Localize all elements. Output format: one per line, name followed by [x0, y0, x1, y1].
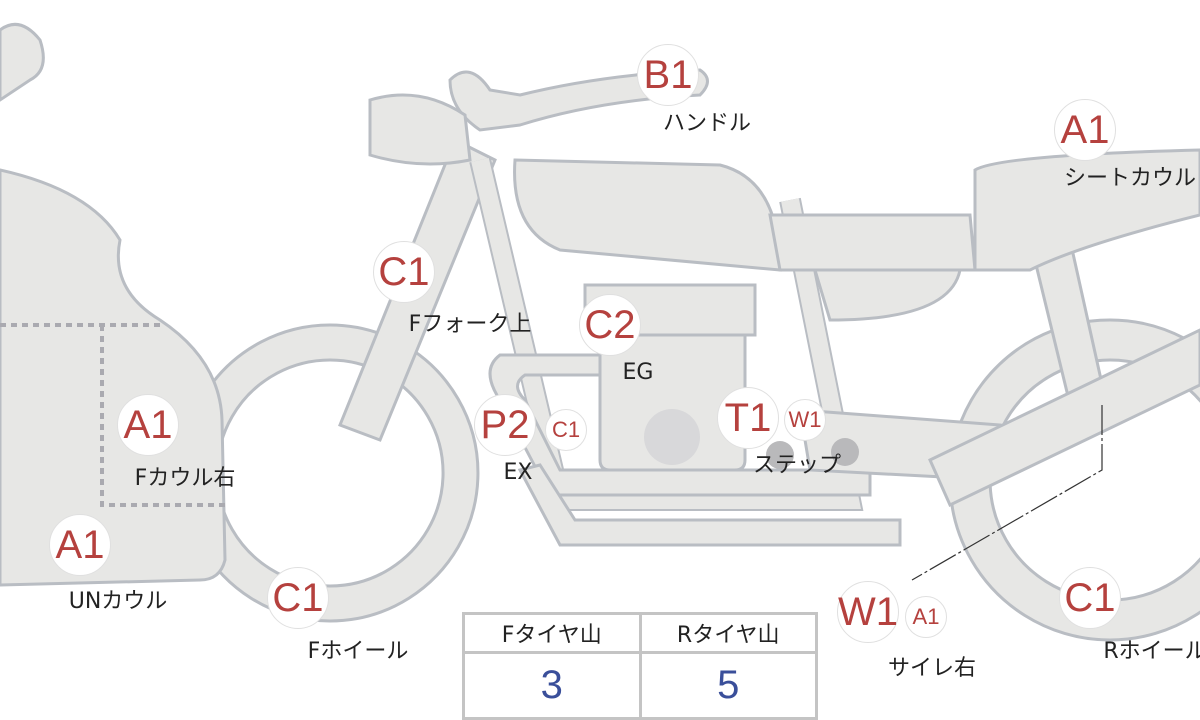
marker-step-sub[interactable]: W1 — [784, 399, 826, 441]
headlight — [368, 93, 472, 166]
step-peg — [831, 438, 859, 466]
rear-tire-value: 5 — [638, 651, 818, 720]
marker-rear-wheel[interactable]: C1 — [1059, 567, 1121, 629]
rear-tire-header: Rタイヤ山 — [638, 612, 818, 654]
label-front-wheel: Fホイール — [307, 639, 409, 664]
label-rear-wheel: Rホイール — [1103, 639, 1200, 664]
front-tire-value: 3 — [462, 651, 642, 720]
exhaust-pipe — [488, 353, 872, 497]
label-under-cowl: UNカウル — [68, 589, 168, 614]
marker-under-cowl[interactable]: A1 — [49, 514, 111, 576]
marker-exhaust-sub[interactable]: C1 — [545, 409, 587, 451]
engine-cover — [644, 409, 700, 465]
cowl-top — [0, 22, 45, 102]
front-tire-header: Fタイヤ山 — [462, 612, 642, 654]
marker-handlebar[interactable]: B1 — [637, 44, 699, 106]
cowl-dotted — [0, 323, 225, 507]
marker-step[interactable]: T1 — [717, 387, 779, 449]
side-cover — [812, 268, 962, 322]
marker-front-cowl-right[interactable]: A1 — [117, 394, 179, 456]
marker-front-wheel[interactable]: C1 — [267, 567, 329, 629]
label-front-fork: Fフォーク上 — [408, 312, 532, 337]
marker-silencer-right-sub[interactable]: A1 — [905, 596, 947, 638]
muffler — [928, 328, 1200, 508]
label-engine: EG — [622, 360, 654, 385]
label-handlebar: ハンドル — [662, 111, 752, 136]
marker-seat-cowl[interactable]: A1 — [1054, 99, 1116, 161]
frame-inner — [471, 157, 861, 509]
step-peg — [766, 441, 794, 469]
label-silencer-right: サイレ右 — [887, 656, 977, 681]
label-front-cowl-right: Fカウル右 — [134, 466, 236, 491]
fuel-tank — [513, 158, 782, 272]
label-step: ステップ — [752, 453, 842, 478]
marker-exhaust[interactable]: P2 — [474, 394, 536, 456]
marker-engine[interactable]: C2 — [579, 294, 641, 356]
label-seat-cowl: シートカウル — [1063, 166, 1197, 191]
lower-pipe — [517, 463, 902, 547]
front-cowl — [0, 168, 227, 587]
seat — [768, 213, 977, 272]
marker-silencer-right[interactable]: W1 — [837, 581, 899, 643]
leader-line — [911, 405, 1103, 581]
tire-tread-table: Fタイヤ山 Rタイヤ山 3 5 — [462, 612, 818, 720]
marker-front-fork[interactable]: C1 — [373, 241, 435, 303]
seat-cowl — [973, 148, 1200, 272]
label-exhaust: EX — [503, 460, 533, 485]
